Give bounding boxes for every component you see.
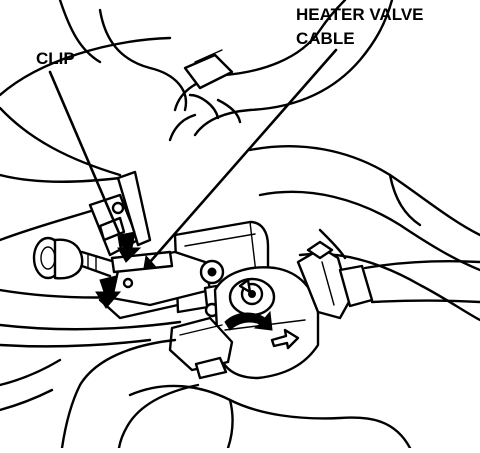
cable-grommet (32, 236, 117, 280)
heater-valve-cable-label-line2: CABLE (296, 29, 355, 48)
right-hose-clamp (296, 240, 374, 320)
clip-label: CLIP (36, 49, 75, 68)
right-arrow-icon (270, 328, 300, 350)
right-hose (363, 260, 480, 304)
cable-leader-arrowhead (143, 254, 156, 269)
curved-arrow-icon (224, 310, 273, 331)
lower-left-rail (0, 358, 62, 412)
upper-heater-hose (168, 0, 394, 142)
cable-leader-line (148, 48, 338, 264)
heater-valve-cable-label-line1: HEATER VALVE (296, 5, 424, 24)
lower-hose (60, 338, 412, 450)
callouts: CLIP HEATER VALVE CABLE (36, 5, 424, 269)
upper-duct (0, 0, 188, 242)
clip-leader-arrowhead (117, 235, 129, 249)
clip-leader-line (48, 70, 124, 242)
lower-hose-clamp (168, 316, 234, 380)
